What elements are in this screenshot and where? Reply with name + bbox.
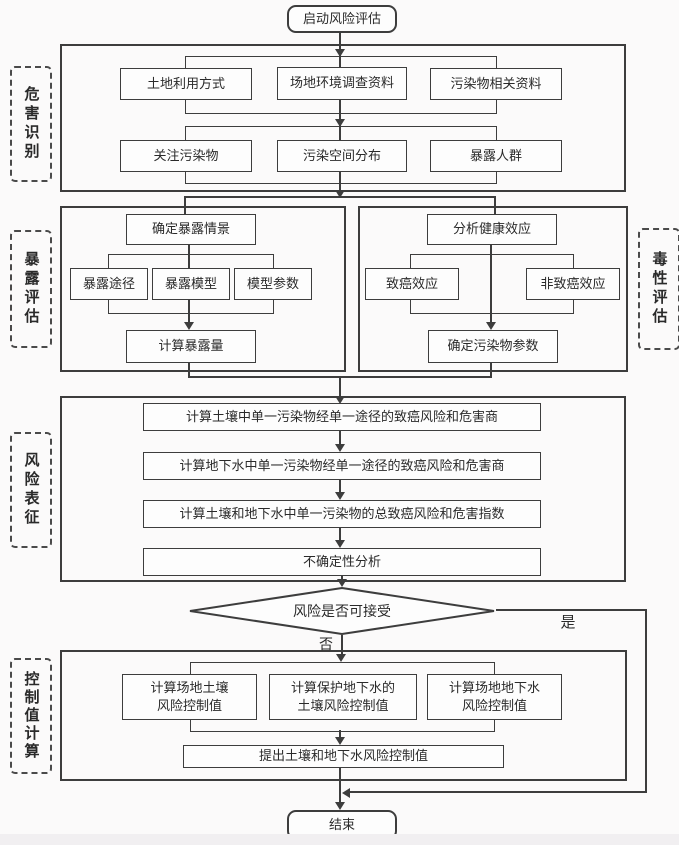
node-site-environment-survey-data: 场地环境调查资料 <box>277 67 407 100</box>
connector-line <box>490 361 492 378</box>
node-carcinogenic-effect: 致癌效应 <box>365 268 459 300</box>
label-branch-no: 否 <box>319 636 333 652</box>
node-label-line: 风险控制值 <box>156 698 222 713</box>
node-determine-exposure-scenario: 确定暴露情景 <box>126 214 256 245</box>
connector-line <box>339 378 341 398</box>
node-uncertainty-analysis: 不确定性分析 <box>143 548 541 576</box>
arrowhead-down <box>335 492 345 500</box>
connector-line <box>339 730 341 738</box>
decision-diamond <box>189 587 495 635</box>
node-site-groundwater-control-value: 计算场地地下水 风险控制值 <box>427 674 562 720</box>
node-pollution-spatial-distribution: 污染空间分布 <box>277 140 407 172</box>
node-total-carcinogenic-risk-hazard-index: 计算土壤和地下水中单一污染物的总致癌风险和危害指数 <box>143 500 541 528</box>
arrowhead-down <box>335 119 345 127</box>
node-determine-pollutant-parameters: 确定污染物参数 <box>428 330 558 363</box>
side-label-risk-characterization: 风险表征 <box>10 432 52 548</box>
side-label-exposure-assessment: 暴露评估 <box>10 230 52 348</box>
node-label-line: 计算保护地下水的 <box>290 679 395 695</box>
node-non-carcinogenic-effect: 非致癌效应 <box>526 268 620 300</box>
arrowhead-down <box>335 737 345 745</box>
node-label-line: 计算场地地下水 <box>448 679 540 695</box>
node-groundwater-single-pathway-risk: 计算地下水中单一污染物经单一途径的致癌风险和危害商 <box>143 452 541 480</box>
connector-line <box>188 376 492 378</box>
node-groundwater-protective-soil-control-value: 计算保护地下水的 土壤风险控制值 <box>269 674 417 720</box>
connector-line-yes <box>350 791 647 793</box>
node-calculate-exposure-amount: 计算暴露量 <box>126 330 256 363</box>
connector-line <box>341 635 343 655</box>
node-soil-single-pathway-risk: 计算土壤中单一污染物经单一途径的致癌风险和危害商 <box>143 403 541 431</box>
side-label-hazard-identification: 危害识别 <box>10 66 52 182</box>
section-exposure-assessment <box>60 206 346 372</box>
node-exposure-pathway: 暴露途径 <box>70 268 148 300</box>
connector-line <box>341 574 343 581</box>
side-label-toxicity-assessment: 毒性评估 <box>638 228 679 350</box>
node-label-line: 风险控制值 <box>461 698 527 713</box>
node-model-parameters: 模型参数 <box>234 268 312 300</box>
node-pollutant-related-data: 污染物相关资料 <box>430 68 562 100</box>
node-start: 启动风险评估 <box>287 5 397 33</box>
arrowhead-left <box>342 788 350 798</box>
arrowhead-down <box>184 322 194 330</box>
side-label-control-value-calculation: 控制值计算 <box>10 658 52 774</box>
connector-line <box>188 361 190 378</box>
connector-line <box>339 525 341 541</box>
connector-line <box>339 477 341 493</box>
arrowhead-down <box>335 49 345 57</box>
connector-line-yes <box>496 609 647 611</box>
connector-line <box>184 196 186 214</box>
label-branch-yes: 是 <box>560 613 576 631</box>
connector-line <box>339 29 341 197</box>
section-toxicity-assessment <box>358 206 628 372</box>
node-exposed-population: 暴露人群 <box>430 140 562 172</box>
arrowhead-down <box>335 540 345 548</box>
connector-line <box>494 196 496 214</box>
node-exposure-model: 暴露模型 <box>152 268 230 300</box>
connector-line <box>339 429 341 445</box>
connector-line <box>490 243 492 323</box>
arrowhead-down <box>335 190 345 198</box>
arrowhead-down <box>335 802 345 810</box>
decision-risk-acceptable-label: 风险是否可接受 <box>293 603 391 619</box>
arrowhead-down <box>486 322 496 330</box>
arrowhead-down <box>335 396 345 404</box>
node-land-use-type: 土地利用方式 <box>120 68 252 100</box>
node-propose-control-values: 提出土壤和地下水风险控制值 <box>183 745 504 768</box>
node-contaminants-of-concern: 关注污染物 <box>120 140 252 172</box>
node-label-line: 计算场地土壤 <box>150 679 229 695</box>
connector-line <box>339 766 341 804</box>
node-label-line: 土壤风险控制值 <box>297 698 389 713</box>
node-analyze-health-effects: 分析健康效应 <box>427 214 557 245</box>
node-site-soil-control-value: 计算场地土壤 风险控制值 <box>122 674 257 720</box>
arrowhead-down <box>337 579 347 587</box>
connector-line-yes <box>645 609 647 793</box>
section-control-value-calculation <box>60 650 627 781</box>
arrowhead-down <box>336 654 346 662</box>
footer-strip <box>0 834 679 845</box>
arrowhead-down <box>335 444 345 452</box>
